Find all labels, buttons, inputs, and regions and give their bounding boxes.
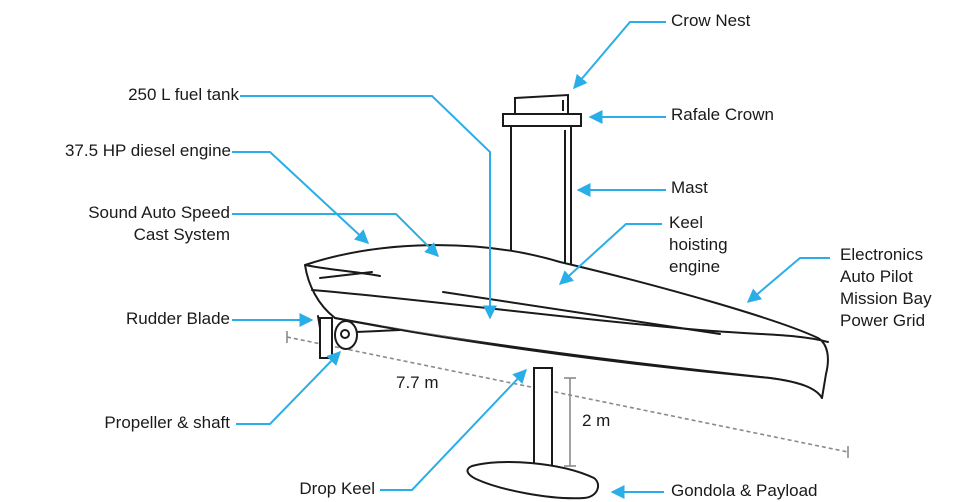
label-keel-hoisting: Keel hoisting engine [669, 212, 728, 278]
label-keel-depth: 2 m [582, 411, 611, 430]
label-drop-keel: Drop Keel [299, 479, 375, 498]
label-sound-system-line-2: Cast System [133, 225, 230, 244]
gondola [466, 461, 600, 500]
label-sound-system-line-1: Sound Auto Speed [88, 203, 230, 222]
label-length: 7.7 m [396, 373, 439, 392]
label-diesel-engine: 37.5 HP diesel engine [64, 141, 231, 160]
label-electronics-line-4: Power Grid [840, 311, 926, 330]
label-electronics: Electronics Auto Pilot Mission Bay Power… [840, 244, 932, 332]
rafale-crown [502, 113, 582, 127]
leader-lines [232, 21, 830, 499]
label-sound-system: Sound Auto Speed Cast System [88, 202, 230, 246]
label-electronics-line-1: Electronics [840, 245, 924, 264]
label-keel-hoisting-line-2: hoisting [669, 235, 728, 254]
label-gondola-payload: Gondola & Payload [671, 481, 818, 500]
label-fuel-tank: 250 L fuel tank [128, 85, 239, 104]
label-propeller-shaft: Propeller & shaft [104, 413, 230, 432]
rudder-propeller [319, 317, 401, 359]
drop-keel [466, 367, 600, 500]
label-keel-hoisting-line-1: Keel [669, 213, 704, 232]
label-electronics-line-3: Mission Bay [840, 289, 932, 308]
keel-depth-dimension-line [564, 377, 576, 467]
mast [502, 93, 582, 271]
label-electronics-line-2: Auto Pilot [840, 267, 913, 286]
label-rudder-blade: Rudder Blade [126, 309, 230, 328]
label-crow-nest: Crow Nest [671, 11, 751, 30]
label-mast: Mast [671, 178, 708, 197]
hull [304, 244, 829, 399]
label-keel-hoisting-line-3: engine [669, 257, 721, 276]
label-rafale-crown: Rafale Crown [671, 105, 774, 124]
length-dimension-line [286, 331, 849, 458]
crow-nest [514, 93, 569, 115]
